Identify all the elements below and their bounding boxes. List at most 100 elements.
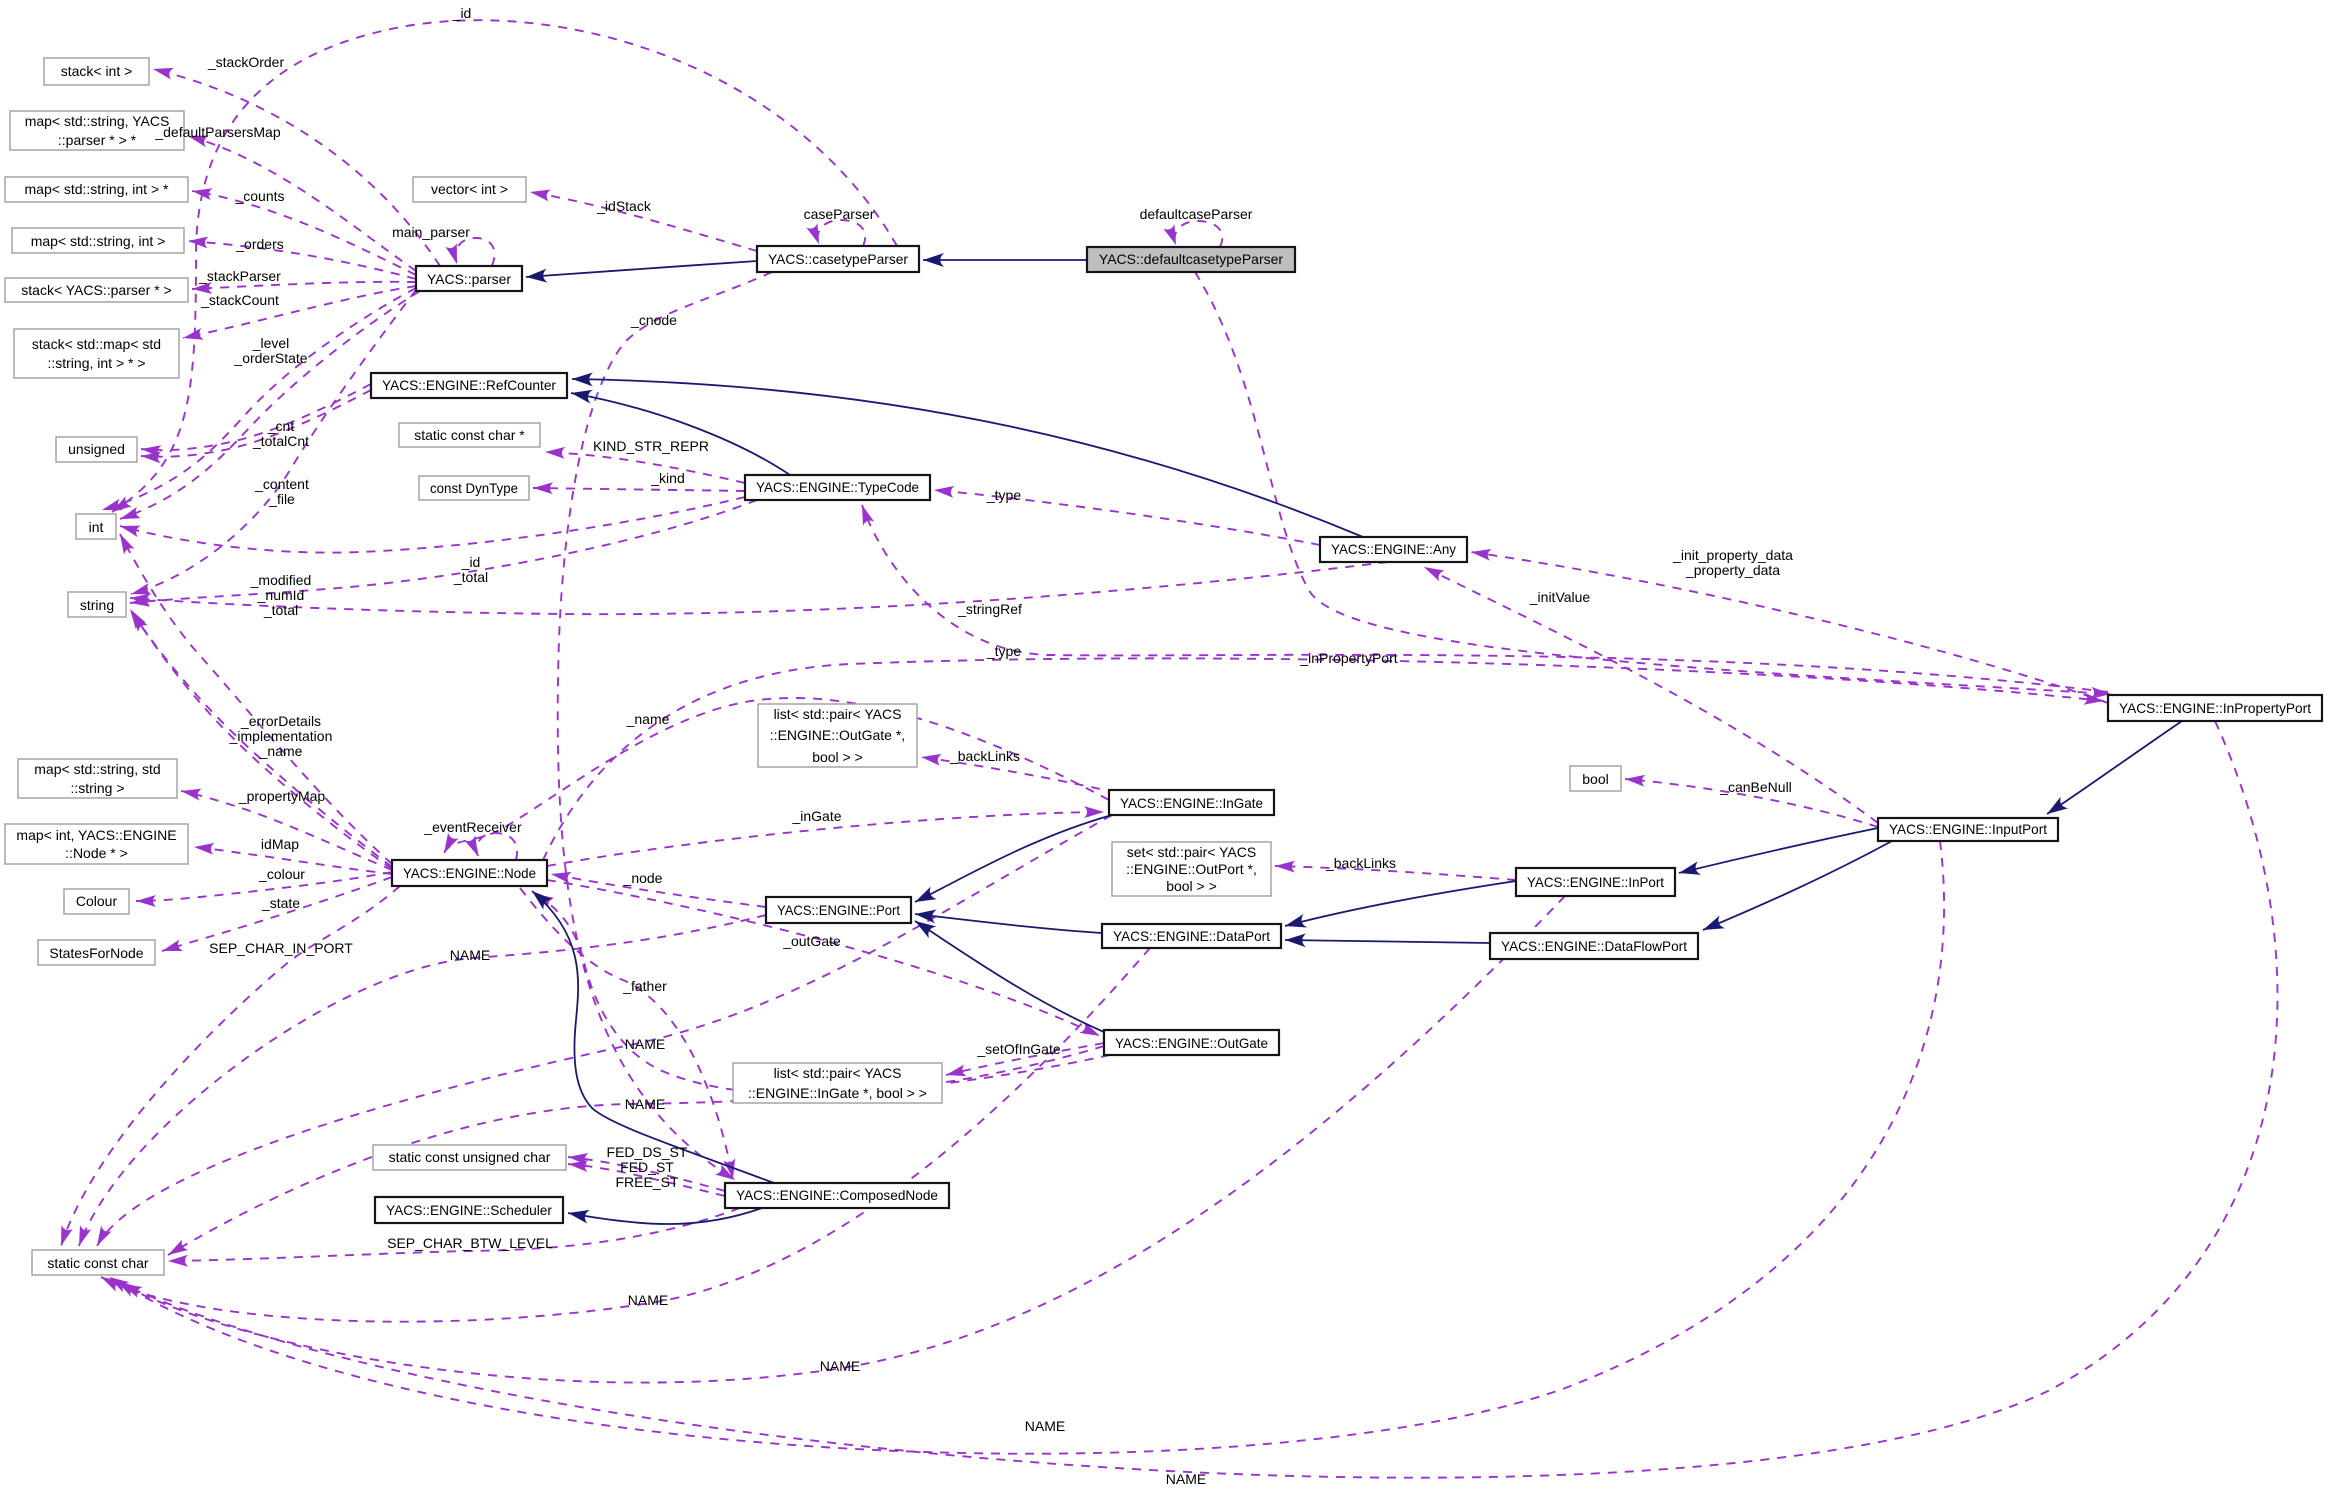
svg-text:YACS::ENGINE::Any: YACS::ENGINE::Any [1331, 541, 1456, 557]
svg-text:list< std::pair< YACS: list< std::pair< YACS [774, 1065, 902, 1081]
svg-text:YACS::ENGINE::DataPort: YACS::ENGINE::DataPort [1113, 928, 1270, 944]
svg-text:_backLinks: _backLinks [949, 748, 1020, 764]
svg-text:FED_DS_ST: FED_DS_ST [607, 1144, 688, 1160]
svg-text:_inGate: _inGate [791, 808, 841, 824]
svg-text:NAME: NAME [1025, 1418, 1065, 1434]
svg-text:string: string [80, 597, 114, 613]
svg-text:_numId: _numId [257, 587, 305, 603]
svg-text:_type: _type [986, 487, 1021, 503]
svg-text:set< std::pair< YACS: set< std::pair< YACS [1127, 844, 1256, 860]
svg-text:_defaultParsersMap: _defaultParsersMap [154, 124, 281, 140]
svg-text:_content: _content [254, 476, 309, 492]
svg-text:int: int [89, 519, 104, 535]
svg-text:::ENGINE::OutGate *,: ::ENGINE::OutGate *, [770, 727, 905, 743]
svg-text:_idStack: _idStack [596, 198, 652, 214]
svg-text:_setOfInGate: _setOfInGate [976, 1041, 1060, 1057]
svg-text:_cnt: _cnt [267, 418, 295, 434]
svg-text:main_parser: main_parser [392, 224, 470, 240]
svg-text:_outGate: _outGate [782, 933, 841, 949]
svg-text:idMap: idMap [261, 836, 299, 852]
svg-text:YACS::ENGINE::DataFlowPort: YACS::ENGINE::DataFlowPort [1501, 938, 1687, 954]
svg-text:_orderState: _orderState [233, 350, 307, 366]
svg-text:_backLinks: _backLinks [1325, 855, 1396, 871]
svg-text:SEP_CHAR_IN_PORT: SEP_CHAR_IN_PORT [209, 940, 353, 956]
svg-text:_stringRef: _stringRef [957, 601, 1022, 617]
svg-text:_level: _level [252, 335, 290, 351]
svg-text:NAME: NAME [820, 1358, 860, 1374]
svg-text:map< std::string, int >: map< std::string, int > [31, 233, 166, 249]
svg-text:_type: _type [986, 643, 1021, 659]
svg-text:::string, int > * >: ::string, int > * > [47, 355, 145, 371]
svg-text:_implementation: _implementation [229, 728, 333, 744]
svg-text:StatesForNode: StatesForNode [49, 945, 143, 961]
svg-text:_init_property_data: _init_property_data [1672, 547, 1793, 563]
svg-text:FREE_ST: FREE_ST [615, 1174, 678, 1190]
svg-text:_errorDetails: _errorDetails [240, 713, 321, 729]
svg-text:YACS::ENGINE::InPropertyPort: YACS::ENGINE::InPropertyPort [2119, 700, 2311, 716]
svg-text:_node: _node [623, 870, 663, 886]
svg-text:map< std::string, int > *: map< std::string, int > * [25, 181, 170, 197]
svg-text:FED_ST: FED_ST [620, 1159, 674, 1175]
svg-text:_modified: _modified [250, 572, 312, 588]
svg-text:YACS::ENGINE::InPort: YACS::ENGINE::InPort [1527, 874, 1664, 890]
svg-text:::parser * > *: ::parser * > * [58, 132, 137, 148]
svg-text:NAME: NAME [1166, 1471, 1206, 1487]
svg-text:map< std::string, std: map< std::string, std [34, 761, 160, 777]
svg-text:::string >: ::string > [70, 780, 124, 796]
svg-text:::ENGINE::OutPort *,: ::ENGINE::OutPort *, [1126, 861, 1257, 877]
svg-text:const DynType: const DynType [430, 480, 518, 496]
svg-text:::Node * >: ::Node * > [65, 845, 128, 861]
svg-text:list< std::pair< YACS: list< std::pair< YACS [774, 706, 902, 722]
svg-text:NAME: NAME [625, 1096, 665, 1112]
svg-text:Colour: Colour [76, 893, 118, 909]
svg-text:bool > >: bool > > [812, 749, 863, 765]
svg-text:_cnode: _cnode [630, 312, 677, 328]
svg-text:_property_data: _property_data [1685, 562, 1780, 578]
svg-text:YACS::ENGINE::TypeCode: YACS::ENGINE::TypeCode [756, 479, 919, 495]
svg-text:unsigned: unsigned [68, 441, 125, 457]
svg-text:_state: _state [261, 895, 300, 911]
svg-text:_id: _id [452, 5, 472, 21]
svg-text:_kind: _kind [650, 470, 684, 486]
svg-text:defaultcaseParser: defaultcaseParser [1140, 206, 1253, 222]
svg-text:_totalCnt: _totalCnt [252, 433, 309, 449]
svg-text:_orders: _orders [235, 236, 283, 252]
svg-text:stack< YACS::parser * >: stack< YACS::parser * > [21, 282, 171, 298]
svg-text:map< std::string, YACS: map< std::string, YACS [25, 113, 170, 129]
svg-text:_eventReceiver: _eventReceiver [423, 819, 522, 835]
svg-text:YACS::defaultcasetypeParser: YACS::defaultcasetypeParser [1099, 251, 1284, 267]
svg-text:YACS::ENGINE::RefCounter: YACS::ENGINE::RefCounter [382, 377, 556, 393]
svg-text:NAME: NAME [628, 1292, 668, 1308]
svg-text:_initValue: _initValue [1529, 589, 1591, 605]
svg-text:YACS::ENGINE::InputPort: YACS::ENGINE::InputPort [1889, 821, 2047, 837]
svg-text:_stackCount: _stackCount [200, 292, 279, 308]
svg-text:_total: _total [453, 569, 488, 585]
svg-text:_file: _file [268, 491, 295, 507]
svg-text:bool > >: bool > > [1166, 878, 1217, 894]
svg-text:YACS::casetypeParser: YACS::casetypeParser [768, 251, 908, 267]
svg-text:_total: _total [263, 602, 298, 618]
svg-text:KIND_STR_REPR: KIND_STR_REPR [593, 438, 709, 454]
svg-text:YACS::ENGINE::Scheduler: YACS::ENGINE::Scheduler [386, 1202, 552, 1218]
svg-text:_canBeNull: _canBeNull [1719, 779, 1792, 795]
svg-text:YACS::ENGINE::OutGate: YACS::ENGINE::OutGate [1115, 1035, 1268, 1051]
svg-text:YACS::ENGINE::InGate: YACS::ENGINE::InGate [1120, 795, 1263, 811]
svg-text:::ENGINE::InGate *, bool > >: ::ENGINE::InGate *, bool > > [748, 1085, 927, 1101]
svg-text:YACS::ENGINE::ComposedNode: YACS::ENGINE::ComposedNode [736, 1187, 938, 1203]
svg-text:YACS::ENGINE::Port: YACS::ENGINE::Port [777, 902, 900, 918]
svg-text:_counts: _counts [234, 188, 284, 204]
svg-text:_name: _name [626, 711, 670, 727]
svg-text:YACS::ENGINE::Node: YACS::ENGINE::Node [403, 865, 536, 881]
svg-text:_propertyMap: _propertyMap [238, 788, 326, 804]
svg-text:_inPropertyPort: _inPropertyPort [1299, 650, 1397, 666]
svg-text:static const unsigned char: static const unsigned char [389, 1149, 551, 1165]
svg-text:caseParser: caseParser [804, 206, 875, 222]
svg-text:stack< std::map< std: stack< std::map< std [32, 336, 161, 352]
svg-text:_father: _father [622, 978, 667, 994]
svg-text:static const char: static const char [47, 1255, 148, 1271]
svg-text:static const char *: static const char * [414, 427, 525, 443]
svg-text:map< int, YACS::ENGINE: map< int, YACS::ENGINE [16, 827, 176, 843]
svg-text:_colour: _colour [258, 866, 305, 882]
svg-text:YACS::parser: YACS::parser [427, 271, 511, 287]
svg-text:_stackOrder: _stackOrder [207, 54, 285, 70]
